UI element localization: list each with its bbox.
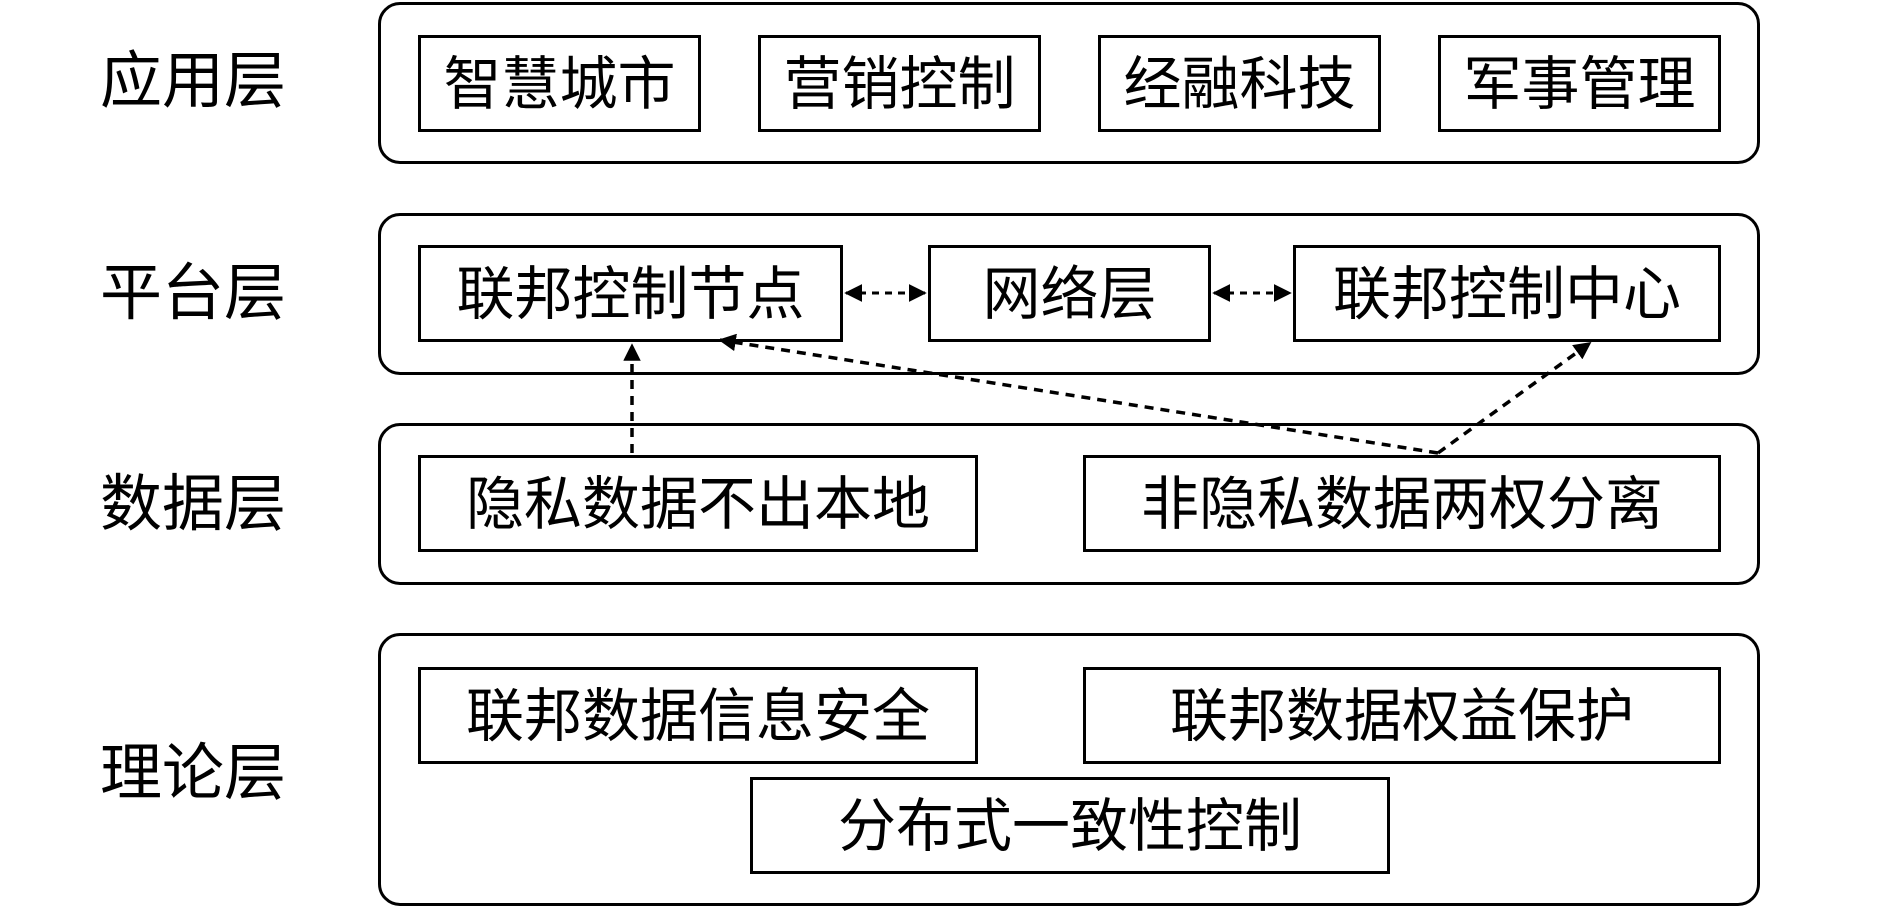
theory-layer-panel [378, 633, 1760, 906]
platform-box-federated-control-node: 联邦控制节点 [418, 245, 843, 342]
platform-box-network-layer: 网络层 [928, 245, 1211, 342]
data-box-private-data-local: 隐私数据不出本地 [418, 455, 978, 552]
theory-box-data-security: 联邦数据信息安全 [418, 667, 978, 764]
app-box-smart-city: 智慧城市 [418, 35, 701, 132]
app-box-marketing-control: 营销控制 [758, 35, 1041, 132]
app-box-military-management: 军事管理 [1438, 35, 1721, 132]
layer-label-data: 数据层 [100, 467, 287, 540]
theory-box-distributed-consistency: 分布式一致性控制 [750, 777, 1390, 874]
app-box-fintech: 经融科技 [1098, 35, 1381, 132]
layer-label-theory: 理论层 [100, 736, 287, 809]
theory-box-rights-protection: 联邦数据权益保护 [1083, 667, 1721, 764]
application-layer-panel [378, 2, 1760, 164]
platform-box-federated-control-center: 联邦控制中心 [1293, 245, 1721, 342]
layer-label-application: 应用层 [100, 44, 287, 117]
layer-label-platform: 平台层 [100, 256, 287, 329]
data-box-nonprivate-rights-separation: 非隐私数据两权分离 [1083, 455, 1721, 552]
